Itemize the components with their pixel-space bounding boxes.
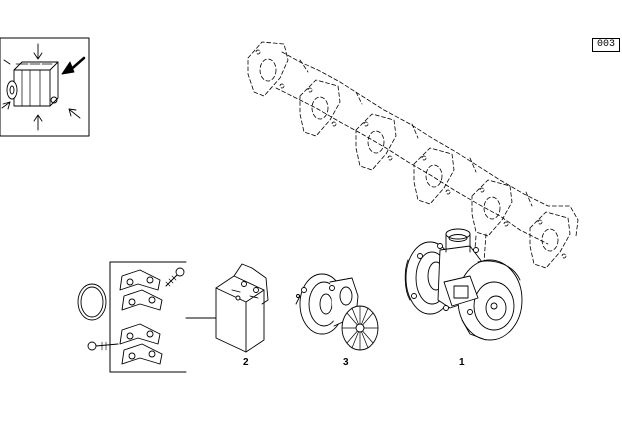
service-kit-box-icon — [215, 263, 269, 353]
reference-code-box: 003 — [592, 38, 620, 52]
turbocharger-icon — [404, 228, 523, 341]
exhaust-manifold-icon — [247, 41, 579, 269]
gasket-and-bolt-kit-icon — [77, 261, 217, 373]
engine-locator-inset-icon — [0, 37, 90, 137]
part-label-3: 3 — [343, 357, 349, 368]
part-label-1: 1 — [459, 357, 465, 368]
turbo-cartridge-icon — [295, 273, 379, 351]
part-label-2: 2 — [243, 357, 249, 368]
